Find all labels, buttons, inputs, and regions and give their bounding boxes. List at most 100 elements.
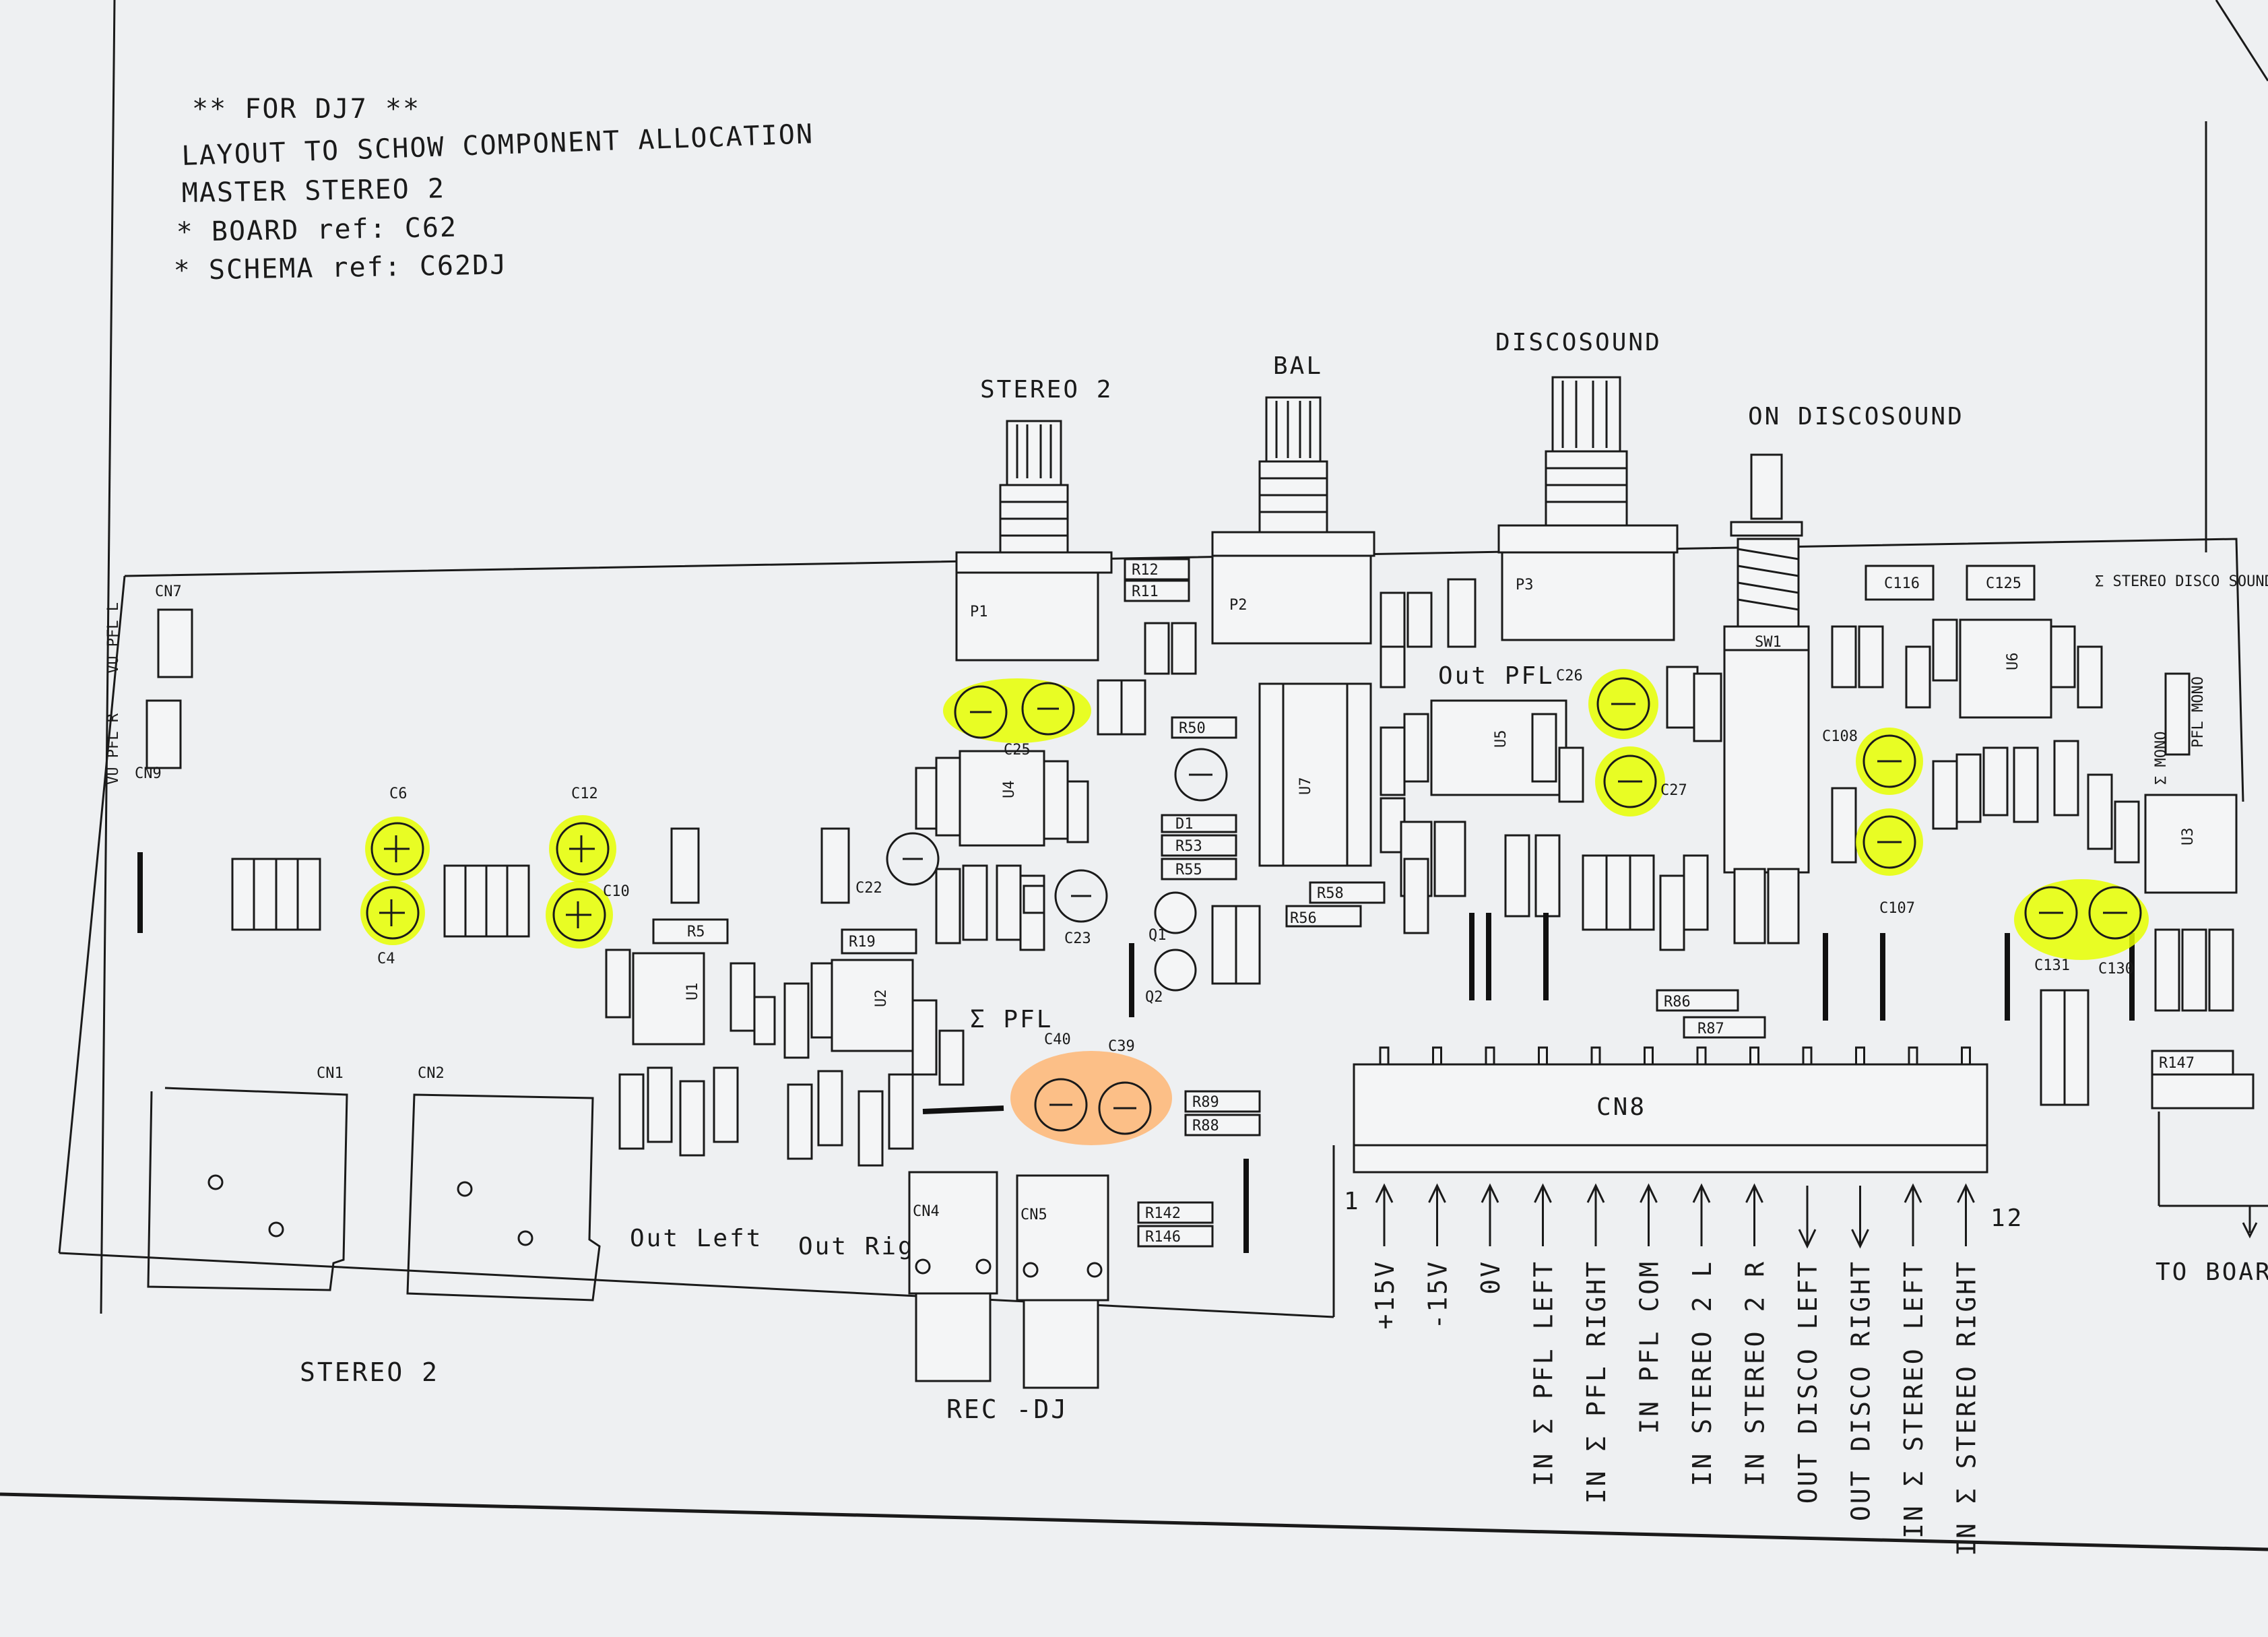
- svg-text:R11: R11: [1132, 583, 1159, 600]
- svg-text:CN5: CN5: [1020, 1207, 1047, 1223]
- label-on-discosound: ON DISCOSOUND: [1748, 403, 1964, 430]
- cn8-arrow-12: [1957, 1183, 1975, 1246]
- cn8-pin-4: [1538, 1046, 1548, 1066]
- wire-links: [137, 852, 2135, 1253]
- svg-text:D1: D1: [1175, 816, 1194, 833]
- cn8-arrow-3: [1481, 1183, 1499, 1246]
- svg-text:R86: R86: [1664, 994, 1691, 1010]
- cn8-arrow-5: [1586, 1183, 1605, 1246]
- svg-text:C22: C22: [855, 880, 882, 897]
- cn8-pin-2: [1432, 1046, 1442, 1066]
- svg-text:C26: C26: [1556, 668, 1583, 684]
- svg-text:C27: C27: [1660, 782, 1687, 799]
- page-corner: [2215, 0, 2268, 82]
- cn8-signal-10: OUT DISCO RIGHT: [1846, 1260, 1876, 1521]
- component-blocks: R12 R11 R50 D1 R53 R55 Q1 Q2 R89 R88 R14…: [231, 558, 2255, 1248]
- cn8-arrow-2: [1428, 1183, 1446, 1246]
- svg-text:C6: C6: [389, 785, 408, 802]
- svg-text:R87: R87: [1697, 1021, 1724, 1037]
- svg-text:C12: C12: [571, 785, 598, 802]
- svg-text:U3: U3: [2180, 828, 2197, 846]
- label-bal: BAL: [1273, 352, 1323, 380]
- svg-text:C23: C23: [1064, 930, 1091, 947]
- cn8-pin-last: 12: [1990, 1205, 2023, 1232]
- cn8-signal-3: 0V: [1476, 1260, 1505, 1295]
- cn8-pin-5: [1590, 1046, 1601, 1066]
- label-stereo-disco: Σ STEREO DISCO SOUND: [2095, 573, 2268, 590]
- pot-p1: P1: [955, 420, 1113, 662]
- cn8-pin-10: [1855, 1046, 1865, 1066]
- cn8-signal-11: IN Σ STEREO LEFT: [1899, 1260, 1929, 1539]
- cn8-signal-6: IN PFL COM: [1635, 1260, 1664, 1434]
- svg-text:P1: P1: [970, 604, 988, 620]
- label-vu-pfl-l: VU PFL L: [105, 602, 122, 674]
- svg-text:C125: C125: [1986, 575, 2021, 592]
- cn8-pin-11: [1908, 1046, 1918, 1066]
- cn8-signal-7: IN STEREO 2 L: [1687, 1260, 1717, 1486]
- cn8-signal-8: IN STEREO 2 R: [1741, 1260, 1770, 1486]
- svg-text:U7: U7: [1297, 777, 1314, 796]
- svg-text:U4: U4: [1001, 781, 1018, 799]
- svg-text:R53: R53: [1175, 838, 1202, 855]
- cn8-pin-1: [1379, 1046, 1390, 1066]
- label-rec-dj: REC -DJ: [946, 1394, 1068, 1424]
- svg-text:R58: R58: [1317, 885, 1344, 902]
- label-out-pfl: Out PFL: [1438, 662, 1555, 690]
- page-border-bottom: [0, 1492, 2268, 1551]
- cn8-arrow-9: [1798, 1186, 1817, 1249]
- svg-text:R5: R5: [687, 924, 705, 940]
- svg-text:C39: C39: [1108, 1038, 1135, 1055]
- svg-text:U5: U5: [1493, 730, 1510, 748]
- cn8-arrow-6: [1640, 1183, 1658, 1246]
- cap-labels: C6 C4 C12 C10 C22 C23 C25 C26 C27 C108 C…: [377, 668, 2134, 1055]
- cn8-pin-first: 1: [1344, 1188, 1361, 1215]
- cn8-signal-2: -15V: [1423, 1260, 1453, 1330]
- svg-text:CN2: CN2: [418, 1065, 445, 1082]
- cn8-arrow-1: [1375, 1183, 1394, 1246]
- cn8-pin-9: [1802, 1046, 1813, 1066]
- page-border-left: [100, 0, 116, 1314]
- connector-cn7-cn9: CN7 CN9: [135, 583, 193, 782]
- cn8-pin-6: [1644, 1046, 1654, 1066]
- cn8-pin-3: [1485, 1046, 1495, 1066]
- cn8-signal-12: IN Σ STEREO RIGHT: [1952, 1260, 1982, 1556]
- svg-text:R147: R147: [2159, 1055, 2195, 1072]
- svg-text:R55: R55: [1175, 862, 1202, 878]
- svg-text:C4: C4: [377, 951, 395, 967]
- cn8-signal-4: IN Σ PFL LEFT: [1529, 1260, 1559, 1486]
- electrolytic-capacitors: [366, 677, 2142, 1135]
- svg-text:U2: U2: [873, 990, 890, 1008]
- header-line5: * SCHEMA ref: C62DJ: [173, 249, 507, 286]
- svg-text:C116: C116: [1884, 575, 1920, 592]
- svg-text:R142: R142: [1145, 1205, 1181, 1222]
- cn8-arrow-11: [1904, 1183, 1922, 1246]
- svg-text:C10: C10: [603, 883, 630, 900]
- svg-text:Q1: Q1: [1148, 927, 1167, 944]
- svg-text:C108: C108: [1822, 728, 1858, 745]
- cn8-pin-12: [1961, 1046, 1971, 1066]
- label-vu-pfl-r: VU PFL R: [105, 713, 122, 785]
- cn8-signal-5: IN Σ PFL RIGHT: [1582, 1260, 1611, 1504]
- svg-text:R146: R146: [1145, 1229, 1181, 1246]
- svg-text:CN8: CN8: [1596, 1093, 1646, 1121]
- cn8-signal-9: OUT DISCO LEFT: [1793, 1260, 1823, 1504]
- svg-text:U6: U6: [2005, 653, 2021, 671]
- svg-text:R19: R19: [849, 934, 876, 951]
- switch-sw1: SW1: [1723, 453, 1810, 874]
- cn8-pin-8: [1749, 1046, 1759, 1066]
- svg-text:R56: R56: [1290, 910, 1317, 927]
- jack-cn4: CN4: [908, 1171, 998, 1382]
- svg-text:U1: U1: [684, 983, 701, 1001]
- to-board-connector: [2158, 1112, 2268, 1239]
- label-to-board: TO BOARD C: [2156, 1258, 2268, 1286]
- cn8-arrow-10: [1851, 1186, 1869, 1249]
- svg-text:R12: R12: [1132, 562, 1159, 579]
- pot-p3: P3: [1497, 376, 1679, 641]
- svg-text:CN1: CN1: [317, 1065, 344, 1082]
- pot-p2: P2: [1211, 396, 1375, 645]
- svg-text:CN7: CN7: [155, 583, 182, 600]
- svg-text:P2: P2: [1229, 597, 1248, 614]
- jack-cn2: CN2: [406, 1065, 601, 1302]
